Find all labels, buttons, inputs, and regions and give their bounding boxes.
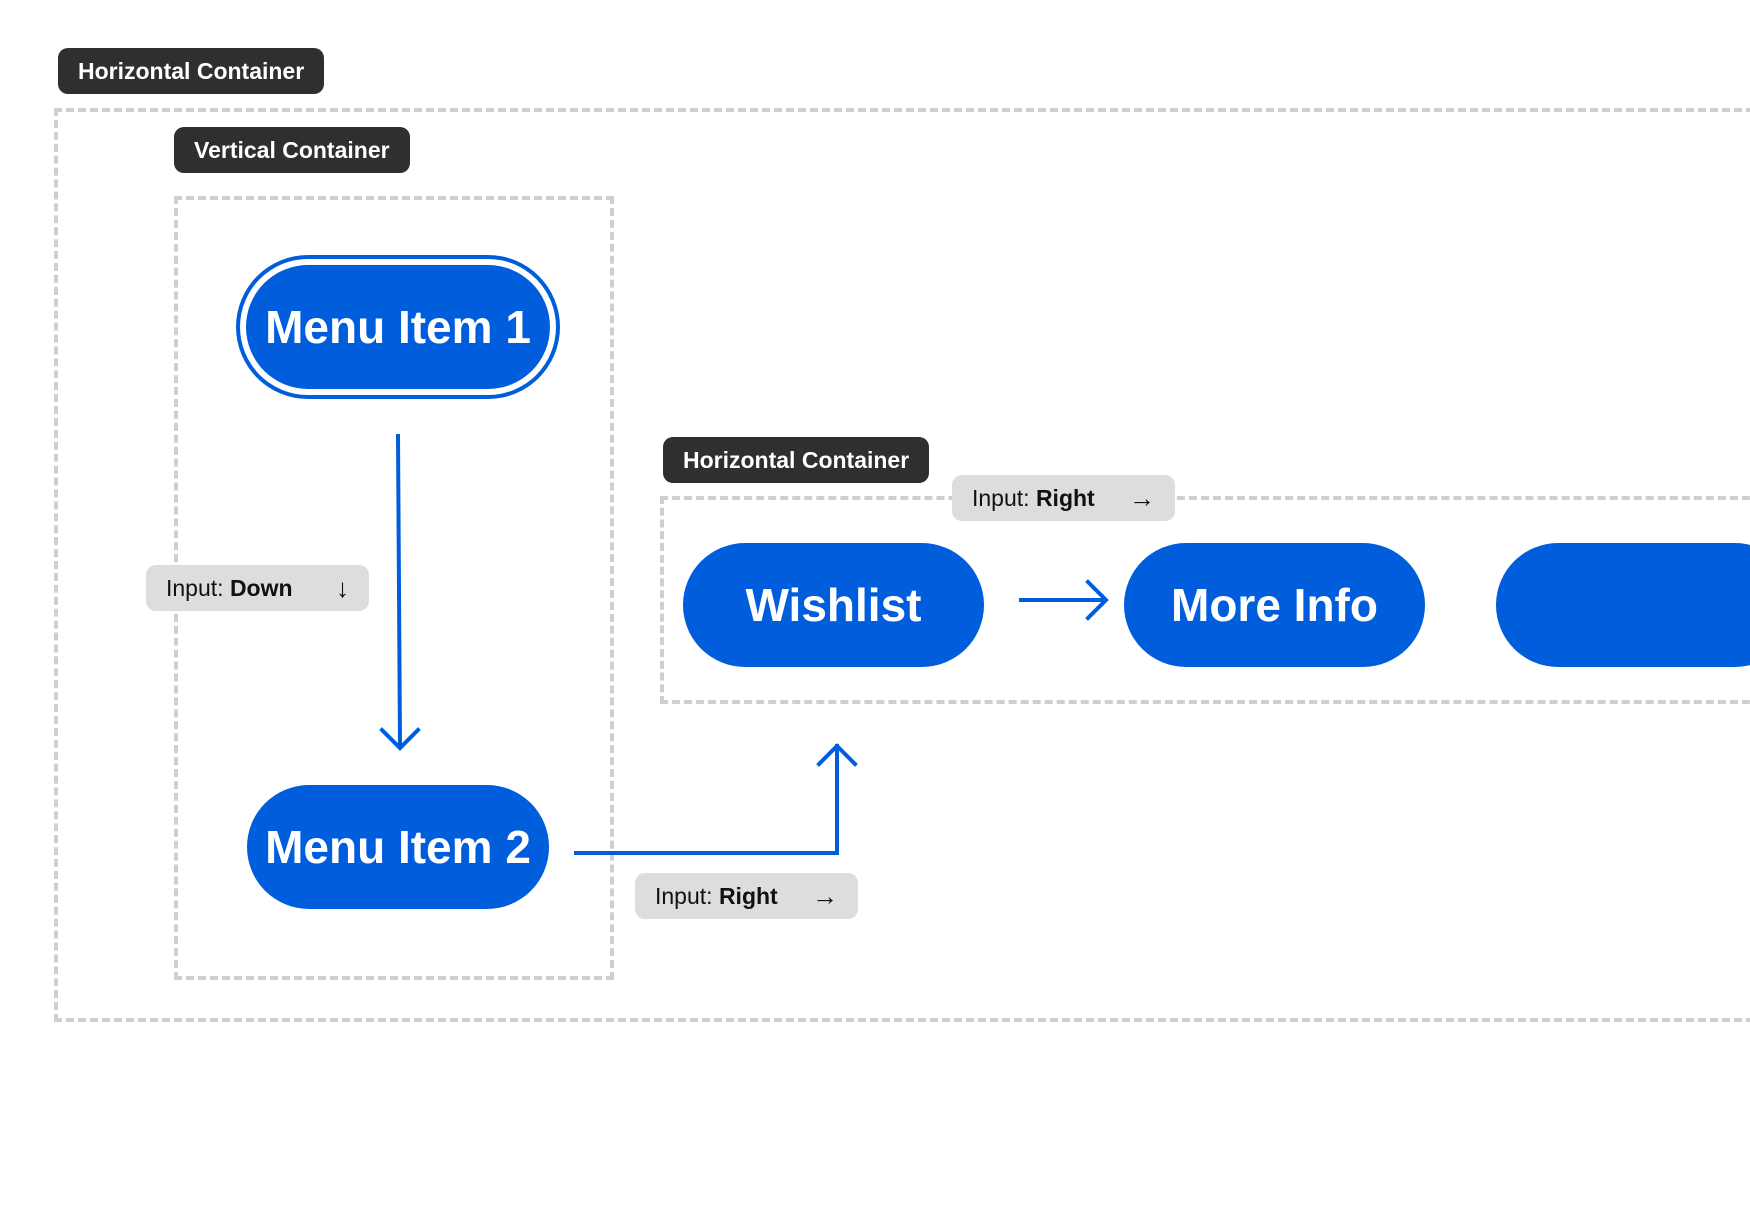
arrow-right-icon: → — [1129, 482, 1155, 513]
input-right-badge-top: Input: Right → — [952, 475, 1175, 521]
wishlist-button[interactable]: Wishlist — [683, 543, 984, 667]
input-right-badge-bottom: Input: Right → — [635, 873, 858, 919]
input-down-label: Input: Down — [166, 574, 293, 601]
inner-horizontal-container-label: Horizontal Container — [663, 437, 930, 483]
outer-horizontal-container-label: Horizontal Container — [58, 48, 325, 94]
arrow-right-icon: → — [812, 880, 838, 911]
vertical-container-label: Vertical Container — [174, 127, 410, 173]
input-down-badge: Input: Down ↓ — [146, 565, 369, 611]
outer-horizontal-container — [54, 108, 1750, 1022]
arrow-down-icon: ↓ — [336, 572, 349, 603]
menu-item-1-button[interactable]: Menu Item 1 — [246, 265, 550, 389]
input-right-label: Input: Right — [972, 484, 1095, 511]
menu-item-2-button[interactable]: Menu Item 2 — [247, 785, 549, 909]
input-right-label: Input: Right — [655, 882, 778, 909]
offscreen-menu-button[interactable] — [1496, 543, 1750, 667]
inner-horizontal-container — [660, 496, 1750, 704]
more-info-button[interactable]: More Info — [1124, 543, 1425, 667]
